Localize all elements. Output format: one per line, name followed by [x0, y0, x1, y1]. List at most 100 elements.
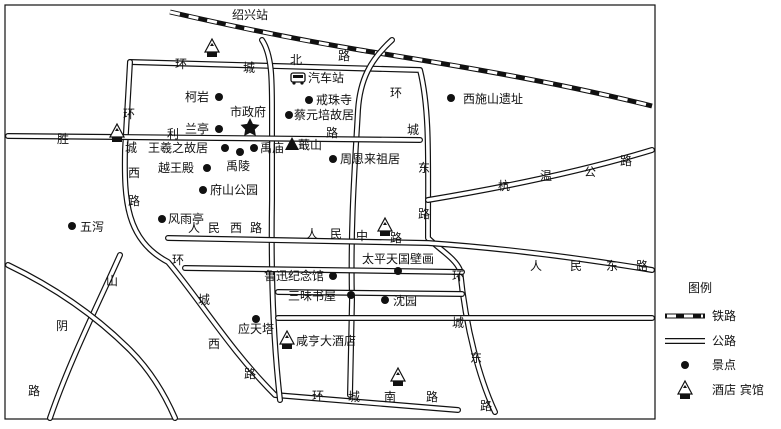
place-label: 汽车站	[308, 70, 344, 85]
road-char: 胜	[57, 131, 69, 146]
road-char: 环	[123, 107, 135, 121]
road-char: 环	[390, 86, 402, 100]
road-char: 人	[306, 227, 318, 241]
scenic-dot	[447, 94, 455, 102]
scenic-dot	[250, 144, 258, 152]
scenic-dot	[394, 267, 402, 275]
legend-label: 铁路	[712, 308, 736, 323]
scenic-dot	[305, 96, 313, 104]
road-char: 阴	[56, 319, 68, 333]
place-label: 府山公园	[210, 182, 258, 197]
road-char: 杭	[498, 178, 510, 193]
road-char: 民	[330, 227, 342, 241]
shanyin-road	[47, 252, 123, 421]
road-char: 人	[188, 221, 200, 235]
ring-road	[121, 59, 498, 415]
scenic-dot	[329, 155, 337, 163]
place-label: 禹陵	[226, 159, 250, 173]
place-label: 风雨亭	[168, 211, 204, 226]
road-char: 民	[570, 259, 582, 273]
mountain-icon	[285, 137, 299, 150]
railway-line	[169, 9, 653, 109]
scenic-dot	[203, 164, 211, 172]
place-label: 禹庙	[260, 141, 284, 155]
central-north-south-road	[259, 37, 283, 403]
scenic-dot	[199, 186, 207, 194]
place-label: 应天塔	[238, 321, 274, 336]
east-north-south-road	[347, 37, 395, 398]
place-label: 鲁迅纪念馆	[264, 268, 324, 283]
road-char: 路	[426, 389, 438, 404]
scenic-dot	[381, 296, 389, 304]
road-char: 路	[480, 398, 492, 413]
place-label: 五泻	[80, 220, 104, 234]
road-char: 环	[312, 389, 324, 403]
place-label: 三味书屋	[288, 289, 336, 303]
road-char: 公	[584, 165, 596, 179]
legend-label: 景点	[712, 358, 736, 372]
legend-label: 公路	[712, 333, 736, 348]
place-label: 咸亨大酒店	[296, 333, 356, 348]
road-char: 城	[243, 61, 255, 75]
road-char: 城	[407, 123, 419, 137]
road-char: 城	[198, 293, 210, 307]
road-char: 路	[390, 230, 402, 245]
scenic-dot	[329, 272, 337, 280]
southwest-road	[5, 262, 178, 421]
road-char: 路	[28, 383, 40, 398]
shengli-road	[5, 133, 423, 143]
hotel-icon	[203, 37, 221, 57]
luxun-road	[182, 265, 465, 275]
legend-scenic-icon	[681, 361, 689, 369]
scenic-dot	[215, 93, 223, 101]
place-label: 戒珠寺	[316, 93, 352, 107]
road-char: 城	[452, 316, 464, 330]
place-label: 市政府	[230, 104, 266, 119]
road-char: 路	[250, 220, 262, 235]
scenic-dot	[347, 291, 355, 299]
scenic-dot	[236, 148, 244, 156]
road-char: 路	[128, 193, 140, 208]
road-char: 城	[125, 141, 137, 155]
road-char: 人	[530, 259, 542, 273]
road-char: 环	[452, 269, 464, 283]
road-char: 路	[620, 153, 632, 168]
scenic-dot	[68, 222, 76, 230]
scenic-dot	[252, 315, 260, 323]
places: 汽车站 柯岩 戒珠寺 西施山遗址 市政府 蔡元培故居 兰亭 王羲之故居 禹庙 蕺…	[68, 70, 523, 348]
sanwei-road	[275, 289, 465, 297]
road-char: 南	[384, 389, 396, 404]
road-char: 环	[172, 253, 184, 267]
road-char: 路	[636, 258, 648, 273]
hotel-icon	[108, 122, 126, 142]
road-char: 民	[208, 221, 220, 235]
legend: 图例 铁路 公路 景点 酒店 宾馆	[665, 281, 764, 399]
road-char: 中	[356, 228, 368, 243]
place-label: 蕺山	[298, 138, 322, 152]
road-char: 城	[348, 390, 360, 404]
road-char: 西	[128, 166, 140, 180]
hotel-markers	[108, 37, 407, 386]
station-label: 绍兴站	[232, 8, 268, 22]
place-label: 蔡元培故居	[294, 107, 354, 122]
road-char: 东	[418, 161, 430, 175]
scenic-dot	[221, 144, 229, 152]
road-char: 西	[208, 337, 220, 351]
hotel-icon	[278, 329, 296, 349]
legend-title: 图例	[688, 281, 712, 295]
road-char: 东	[470, 351, 482, 365]
road-char: 山	[106, 274, 118, 288]
road-labels: 环 城 北 路 环 城 西 路 环 城 南 路 环 城 东 路 环 城 东 路 …	[28, 48, 648, 413]
place-label: 兰亭	[185, 121, 209, 136]
map-frame	[4, 4, 656, 420]
government-star-icon	[240, 118, 260, 136]
road-char: 路	[418, 206, 430, 221]
road-char: 路	[338, 48, 350, 63]
road-char: 东	[606, 259, 618, 273]
legend-hotel-icon	[676, 379, 694, 399]
place-label: 沈园	[393, 293, 417, 308]
road-char: 北	[290, 53, 302, 67]
place-label: 柯岩	[185, 89, 209, 104]
legend-label: 酒店 宾馆	[712, 382, 764, 397]
